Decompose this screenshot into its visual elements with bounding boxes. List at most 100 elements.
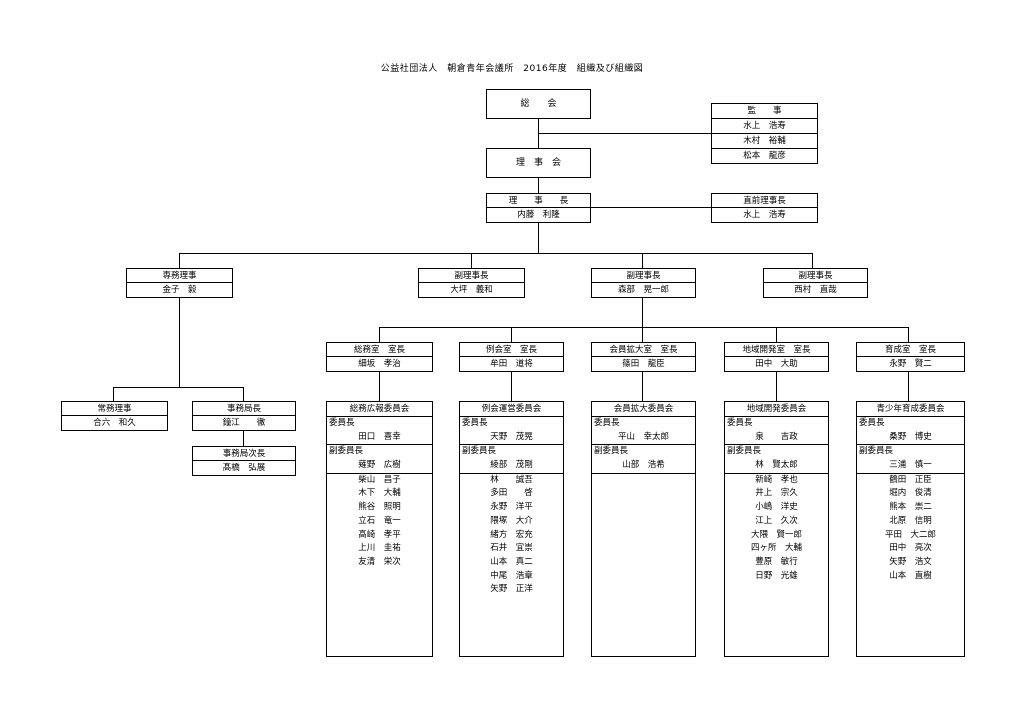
member-name: 平田 大二郎 (884, 529, 936, 540)
committee-box: 例会運営委員会委員長天野 茂晃副委員長綾部 茂剛林 誠吾多田 啓永野 洋平隈塚 … (459, 401, 564, 657)
connector-line (511, 327, 512, 342)
member-name: 小嶋 洋史 (755, 502, 798, 513)
member-name: 緒方 宏充 (490, 529, 533, 540)
committee-box: 会員拡大委員会委員長平山 幸太郎副委員長山部 浩希 (591, 401, 696, 657)
member-name: 豊原 敏行 (755, 556, 798, 567)
vice-chair-label: 副委員長 (859, 446, 894, 457)
chair-label: 委員長 (727, 418, 753, 428)
shitsu-box: 地域開発室 室長 田中 大助 (724, 342, 829, 372)
connector-line (379, 327, 380, 342)
zenrijicho-box: 直前理事長 水上 浩寿 (711, 193, 818, 223)
rijikai-box: 理 事 会 (486, 148, 591, 178)
fukurijicho-box: 副理事長 森部 晃一郎 (591, 268, 696, 298)
fukurijicho-box: 副理事長 大坪 義和 (418, 268, 525, 298)
fukurijicho-box: 副理事長 西村 直哉 (763, 268, 868, 298)
member-name: 上川 圭祐 (358, 543, 401, 554)
chair-name: 田口 喜幸 (327, 431, 432, 446)
jimukyokucho-box: 事務局長 鐘江 徹 (192, 401, 296, 431)
member-name: 山本 直樹 (889, 570, 932, 581)
member-name: 大隈 賢一郎 (750, 529, 802, 540)
member-name: 北原 信明 (889, 515, 932, 526)
rijicho-header: 理 事 長 (487, 194, 590, 208)
rijicho-name: 内藤 利隆 (517, 210, 560, 220)
member-name: 四ヶ所 大輔 (750, 543, 802, 554)
fukurijicho-header: 副理事長 (764, 269, 867, 283)
member-name: 熊本 崇二 (889, 502, 932, 513)
kansa-header: 監 事 (712, 104, 817, 119)
committee-header: 例会運営委員会 (460, 402, 563, 417)
fukurijicho-name: 大坪 義和 (450, 285, 493, 295)
committee-box: 総務広報委員会委員長田口 喜幸副委員長薙野 広樹柴山 昌子木下 大輔熊谷 照明立… (326, 401, 433, 657)
vice-chair-label: 副委員長 (727, 446, 762, 457)
shitsu-header: 例会室 室長 (460, 343, 563, 357)
chair-name: 平山 幸太郎 (592, 431, 695, 446)
chair-label: 委員長 (462, 418, 488, 428)
shitsu-name: 篠田 龍臣 (622, 359, 665, 369)
member-name: 新崎 孝也 (755, 474, 798, 485)
chair-name: 天野 茂晃 (460, 431, 563, 446)
connector-line (379, 371, 380, 401)
jimukyokucho-name: 鐘江 徹 (222, 418, 266, 428)
connector-line (179, 297, 180, 387)
committee-box: 地域開発委員会委員長泉 吉政副委員長林 賢太郎新崎 孝也井上 宗久小嶋 洋史江上… (724, 401, 829, 657)
member-name: 立石 竜一 (358, 515, 401, 526)
member-name: 矢野 正洋 (490, 584, 533, 595)
zenrijicho-name: 水上 浩寿 (743, 210, 786, 220)
committee-header: 総務広報委員会 (327, 402, 432, 417)
chair-label: 委員長 (329, 418, 355, 428)
vice-chair-name: 林 賢太郎 (725, 459, 828, 474)
shitsu-box: 会員拡大室 室長 篠田 龍臣 (591, 342, 696, 372)
kansa-name: 木村 裕輔 (712, 134, 817, 149)
senmu-box: 専務理事 金子 毅 (126, 268, 233, 298)
kansa-name: 松本 龍彦 (743, 151, 786, 161)
sokai-box: 総 会 (486, 89, 591, 119)
connector-line (538, 222, 539, 254)
jimukyokucho-header: 事務局長 (193, 402, 295, 416)
jonin-name: 合六 和久 (93, 418, 136, 428)
rijikai-label: 理 事 会 (515, 158, 561, 168)
member-name: 林 誠吾 (490, 474, 533, 485)
jonin-box: 常務理事 合六 和久 (61, 401, 168, 431)
connector-line (179, 253, 180, 268)
kansa-name: 水上 浩寿 (712, 119, 817, 134)
member-name: 日野 光雄 (755, 570, 798, 581)
member-name: 鶴田 正臣 (889, 474, 932, 485)
committee-header: 青少年育成委員会 (857, 402, 964, 417)
connector-line (511, 371, 512, 401)
shitsu-header: 総務室 室長 (327, 343, 432, 357)
connector-line (538, 133, 712, 134)
member-name: 友清 栄次 (358, 556, 401, 567)
senmu-header: 専務理事 (127, 269, 232, 283)
connector-line (113, 387, 114, 401)
connector-line (243, 387, 244, 401)
member-name: 井上 宗久 (755, 488, 798, 499)
jimukyokujicho-name: 髙橋 弘展 (222, 463, 266, 473)
member-name: 髙崎 孝平 (358, 529, 401, 540)
connector-line (812, 253, 813, 268)
chair-label: 委員長 (594, 418, 620, 428)
vice-chair-name: 三浦 慎一 (857, 459, 964, 474)
fukurijicho-header: 副理事長 (592, 269, 695, 283)
connector-line (642, 371, 643, 401)
chair-name: 桑野 博史 (857, 431, 964, 446)
member-name: 山本 真二 (490, 556, 533, 567)
committee-box: 青少年育成委員会委員長桑野 博史副委員長三浦 慎一鶴田 正臣堀内 俊清熊本 崇二… (856, 401, 965, 657)
member-name: 矢野 浩文 (889, 556, 932, 567)
shitsu-box: 育成室 室長 永野 賢二 (856, 342, 965, 372)
shitsu-header: 地域開発室 室長 (725, 343, 828, 357)
jimukyokujicho-box: 事務局次長 髙橋 弘展 (192, 446, 296, 476)
vice-chair-name: 薙野 広樹 (327, 459, 432, 474)
rijicho-box: 理 事 長 内藤 利隆 (486, 193, 591, 223)
member-name: 柴山 昌子 (358, 474, 401, 485)
connector-line (243, 430, 244, 446)
connector-line (776, 327, 777, 342)
fukurijicho-name: 森部 晃一郎 (617, 285, 669, 295)
member-name: 堀内 俊清 (889, 488, 932, 499)
connector-line (908, 371, 909, 401)
vice-chair-label: 副委員長 (329, 446, 364, 457)
member-name: 木下 大輔 (358, 488, 401, 499)
member-name: 石井 宜崇 (490, 543, 533, 554)
shitsu-box: 総務室 室長 細坂 孝治 (326, 342, 433, 372)
connector-line (642, 327, 643, 342)
member-name: 田中 亮次 (889, 543, 932, 554)
